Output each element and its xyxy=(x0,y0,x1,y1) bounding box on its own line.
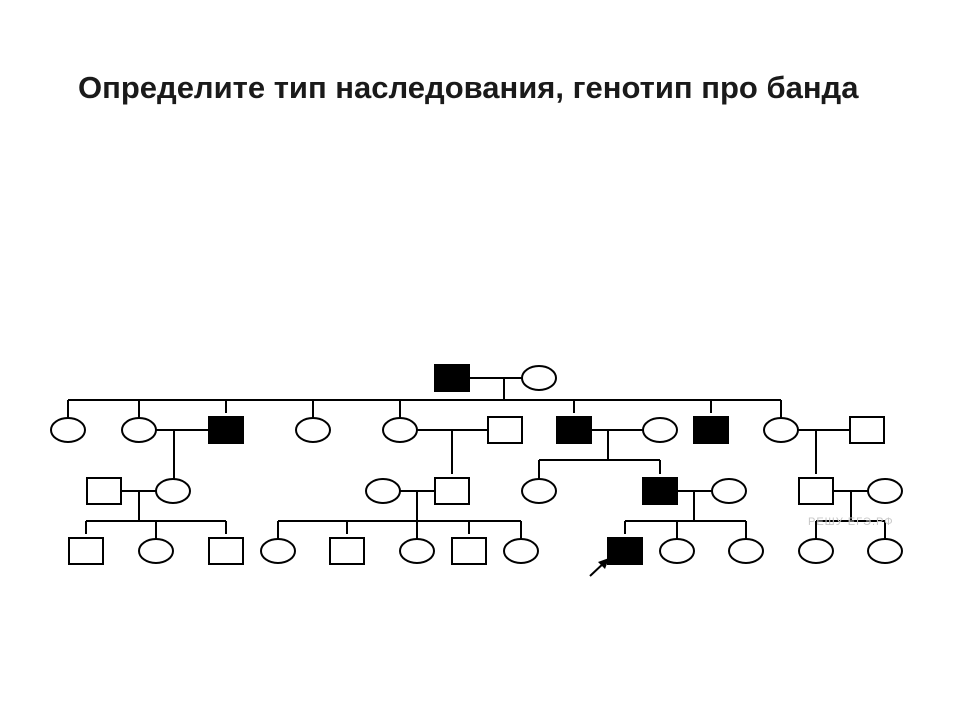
female-symbol-ii-4 xyxy=(295,417,331,443)
female-symbol-ii-8 xyxy=(763,417,799,443)
female-symbol-ii-2 xyxy=(121,417,157,443)
male-affected-symbol-i-1 xyxy=(434,364,470,392)
male-affected-symbol-ii-3 xyxy=(208,416,244,444)
female-symbol-iii-2s xyxy=(365,478,401,504)
male-affected-symbol-ii-6 xyxy=(556,416,592,444)
male-symbol-ii-5s xyxy=(487,416,523,444)
female-symbol-ii-6s xyxy=(642,417,678,443)
female-symbol-i-2 xyxy=(521,365,557,391)
male-symbol-ii-8s xyxy=(849,416,885,444)
female-symbol-iii-4s xyxy=(711,478,747,504)
female-symbol-iv-12 xyxy=(798,538,834,564)
slide-title-text: Определите тип наследования, генотип про… xyxy=(78,70,859,105)
pedigree-symbols xyxy=(50,364,903,565)
proband-arrow-icon xyxy=(589,558,609,577)
male-symbol-iv-3 xyxy=(208,537,244,565)
female-symbol-iv-11 xyxy=(728,538,764,564)
male-affected-symbol-ii-7 xyxy=(693,416,729,444)
female-symbol-iv-6 xyxy=(399,538,435,564)
female-symbol-iii-1 xyxy=(155,478,191,504)
male-symbol-iv-7 xyxy=(451,537,487,565)
male-symbol-iii-1s xyxy=(86,477,122,505)
female-symbol-iv-2 xyxy=(138,538,174,564)
slide-title: Определите тип наследования, генотип про… xyxy=(66,62,926,114)
female-symbol-iv-4 xyxy=(260,538,296,564)
male-symbol-iii-2 xyxy=(434,477,470,505)
female-symbol-iv-13 xyxy=(867,538,903,564)
pedigree-lines xyxy=(67,377,886,539)
male-symbol-iv-5 xyxy=(329,537,365,565)
female-symbol-ii-1 xyxy=(50,417,86,443)
male-affected-symbol-iii-4 xyxy=(642,477,678,505)
female-symbol-ii-5 xyxy=(382,417,418,443)
male-affected-proband-symbol-iv-9 xyxy=(607,537,643,565)
female-symbol-iv-8 xyxy=(503,538,539,564)
female-symbol-iii-5s xyxy=(867,478,903,504)
male-symbol-iv-1 xyxy=(68,537,104,565)
watermark: РЕШУ ЕГЭ.РФ xyxy=(808,516,894,528)
female-symbol-iii-3 xyxy=(521,478,557,504)
female-symbol-iv-10 xyxy=(659,538,695,564)
male-symbol-iii-5 xyxy=(798,477,834,505)
